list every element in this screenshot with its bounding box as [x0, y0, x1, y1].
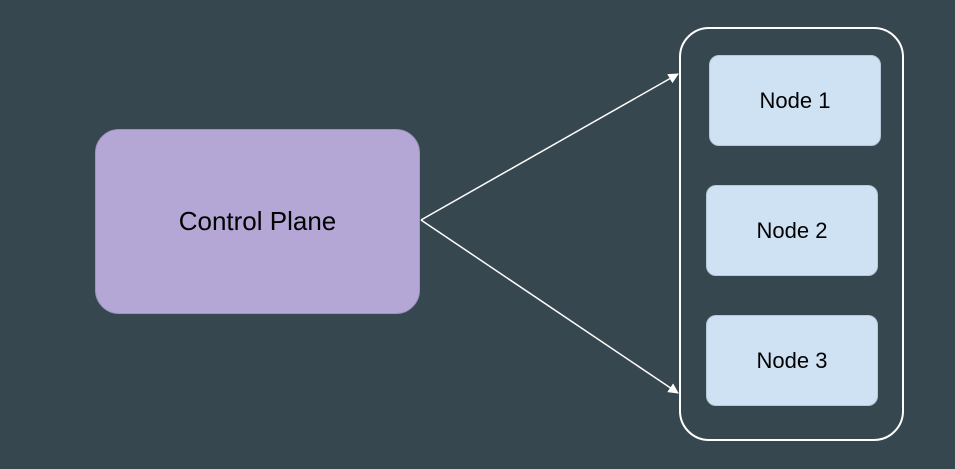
node-group-container[interactable]	[679, 27, 904, 441]
node-2-box[interactable]: Node 2	[706, 185, 878, 276]
node-1-box[interactable]: Node 1	[709, 55, 881, 146]
node-3-box[interactable]: Node 3	[706, 315, 878, 406]
node-1-label: Node 1	[759, 87, 831, 113]
control-plane-label: Control Plane	[178, 206, 337, 236]
arrow-control-plane-to-node-3	[420, 219, 679, 394]
node-2-label: Node 2	[756, 217, 828, 243]
arrow-control-plane-to-node-1	[420, 73, 679, 221]
control-plane-box[interactable]: Control Plane	[95, 129, 420, 314]
node-3-label: Node 3	[756, 347, 828, 373]
